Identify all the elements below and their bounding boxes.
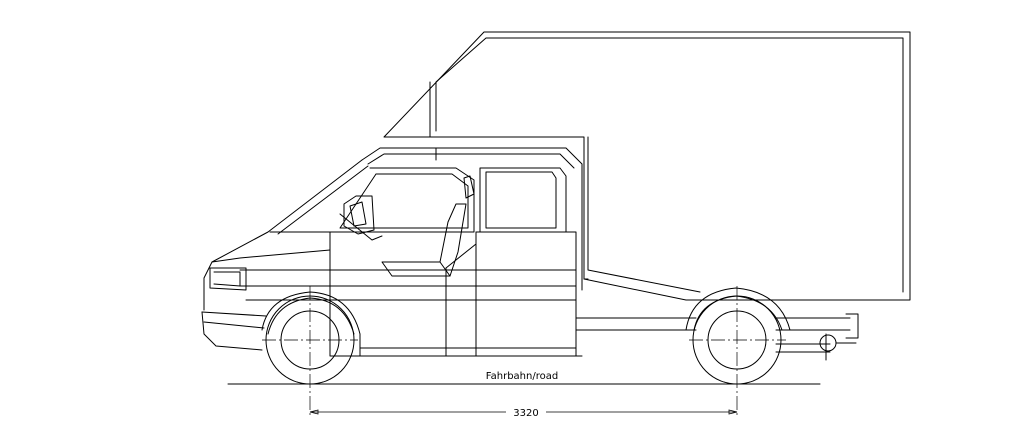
- seat: [339, 175, 475, 277]
- cab: [201, 147, 583, 357]
- side-mirror: [343, 195, 375, 235]
- wheelbase-dimension: [309, 409, 738, 415]
- front-wheel: [262, 286, 358, 418]
- road-label: Fahrbahn/road: [486, 371, 558, 382]
- wheelbase-label: 3320: [513, 408, 538, 419]
- rear-wheel: [689, 286, 786, 418]
- tow-bar: [775, 313, 859, 361]
- camper-box: [383, 31, 911, 301]
- chassis-frame: [575, 287, 851, 331]
- door-panels: [239, 167, 583, 357]
